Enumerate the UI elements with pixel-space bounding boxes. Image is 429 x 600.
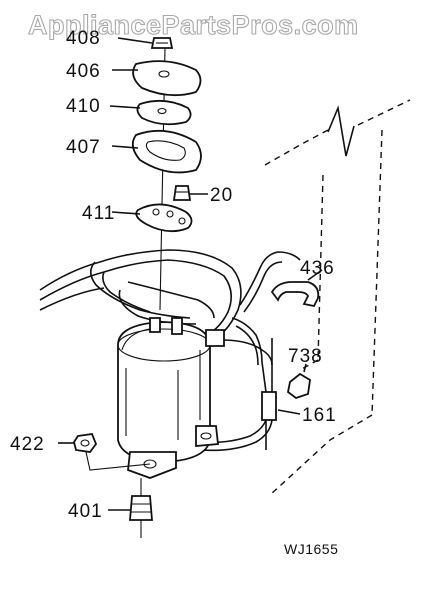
leader-161: [277, 409, 301, 415]
part-408-nut[interactable]: [150, 37, 174, 49]
label-407: 407: [66, 137, 101, 158]
label-401: 401: [68, 501, 103, 522]
leader-436: [307, 269, 323, 281]
part-410-washer[interactable]: [136, 99, 192, 126]
leader-410: [109, 105, 141, 109]
label-422: 422: [10, 434, 45, 455]
label-436: 436: [300, 258, 335, 279]
refrigerant-tubing: [39, 249, 301, 452]
label-20: 20: [210, 185, 233, 206]
part-422-screw[interactable]: [73, 433, 98, 453]
part-738-holder[interactable]: [287, 372, 311, 400]
part-436-clip[interactable]: [270, 281, 320, 308]
leader-407: [111, 145, 139, 149]
part-20-nut[interactable]: [172, 185, 192, 201]
part-401-grommet[interactable]: [129, 495, 153, 521]
leader-411: [111, 211, 141, 215]
label-411: 411: [82, 203, 115, 224]
part-407-bushing[interactable]: [131, 129, 202, 174]
leader-408: [117, 37, 153, 44]
compressor-base: [127, 425, 219, 479]
label-738: 738: [288, 346, 323, 367]
watermark: AppliancePartsPros.com: [28, 10, 359, 40]
part-406-grommet[interactable]: [132, 60, 202, 97]
label-410: 410: [66, 96, 101, 117]
part-161-filter[interactable]: [261, 391, 277, 421]
part-411-bracket[interactable]: [135, 203, 193, 233]
leader-738: [303, 363, 307, 373]
diagram-code: WJ1655: [284, 541, 338, 557]
label-161: 161: [302, 405, 337, 426]
label-408: 408: [66, 28, 101, 49]
label-406: 406: [66, 61, 101, 82]
assembly-boundary: [264, 99, 411, 496]
